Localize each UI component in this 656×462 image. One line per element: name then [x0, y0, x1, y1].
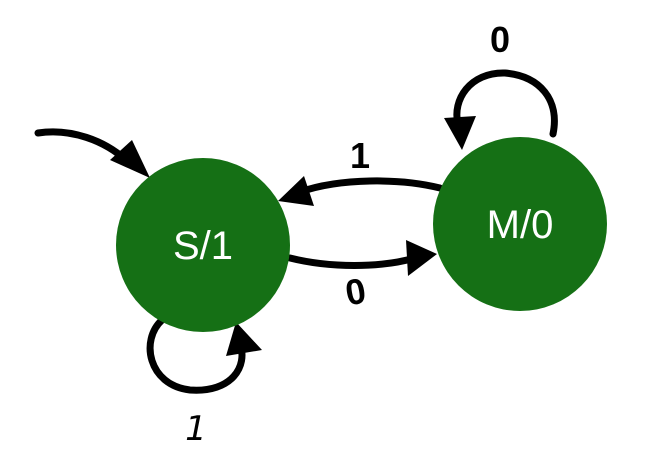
- edge-s-self-loop: [146, 316, 246, 394]
- edge-s-to-m-label: 0: [342, 270, 369, 314]
- edge-s-self-loop-label: 1: [185, 409, 207, 449]
- state-m-label: M/0: [487, 203, 554, 247]
- edge-m-to-s: [296, 177, 444, 196]
- edge-s-to-m-arrowhead: [406, 240, 437, 276]
- initial-arrowhead: [110, 140, 150, 178]
- state-s-node: [116, 158, 290, 332]
- edge-s-self-loop-arrowhead: [226, 322, 262, 356]
- edge-m-to-s-arrowhead: [278, 176, 314, 206]
- state-m-node: [433, 137, 607, 311]
- edge-m-to-s-label: 1: [350, 135, 370, 176]
- edge-m-self-loop: [453, 69, 558, 138]
- state-s-label: S/1: [173, 224, 233, 268]
- edge-m-self-loop-label: 0: [490, 19, 510, 60]
- edge-s-to-m: [286, 254, 419, 269]
- edge-m-self-loop-arrowhead: [444, 116, 476, 150]
